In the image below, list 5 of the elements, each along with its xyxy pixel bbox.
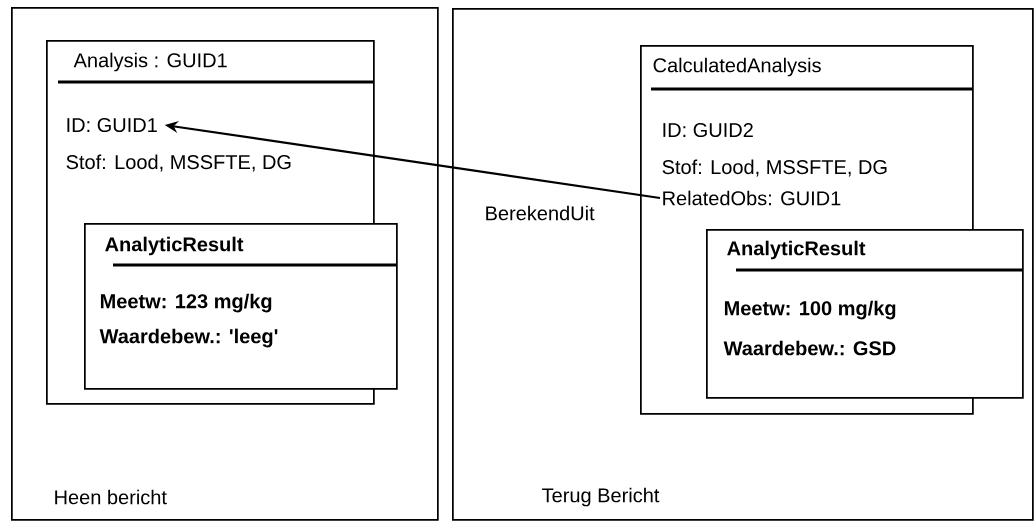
attribute-text: RelatedObs: GUID1: [663, 190, 841, 206]
attribute-text: ID: GUID1: [67, 117, 157, 133]
result-box: AnalyticResult Meetw: 123 mg/kg Waardebew.: 'leeg': [84, 223, 398, 390]
edge-label: BerekendUit: [483, 204, 596, 222]
result-box: AnalyticResult Meetw: 100 mg/kg Waardebew.: GSD: [706, 229, 1024, 399]
